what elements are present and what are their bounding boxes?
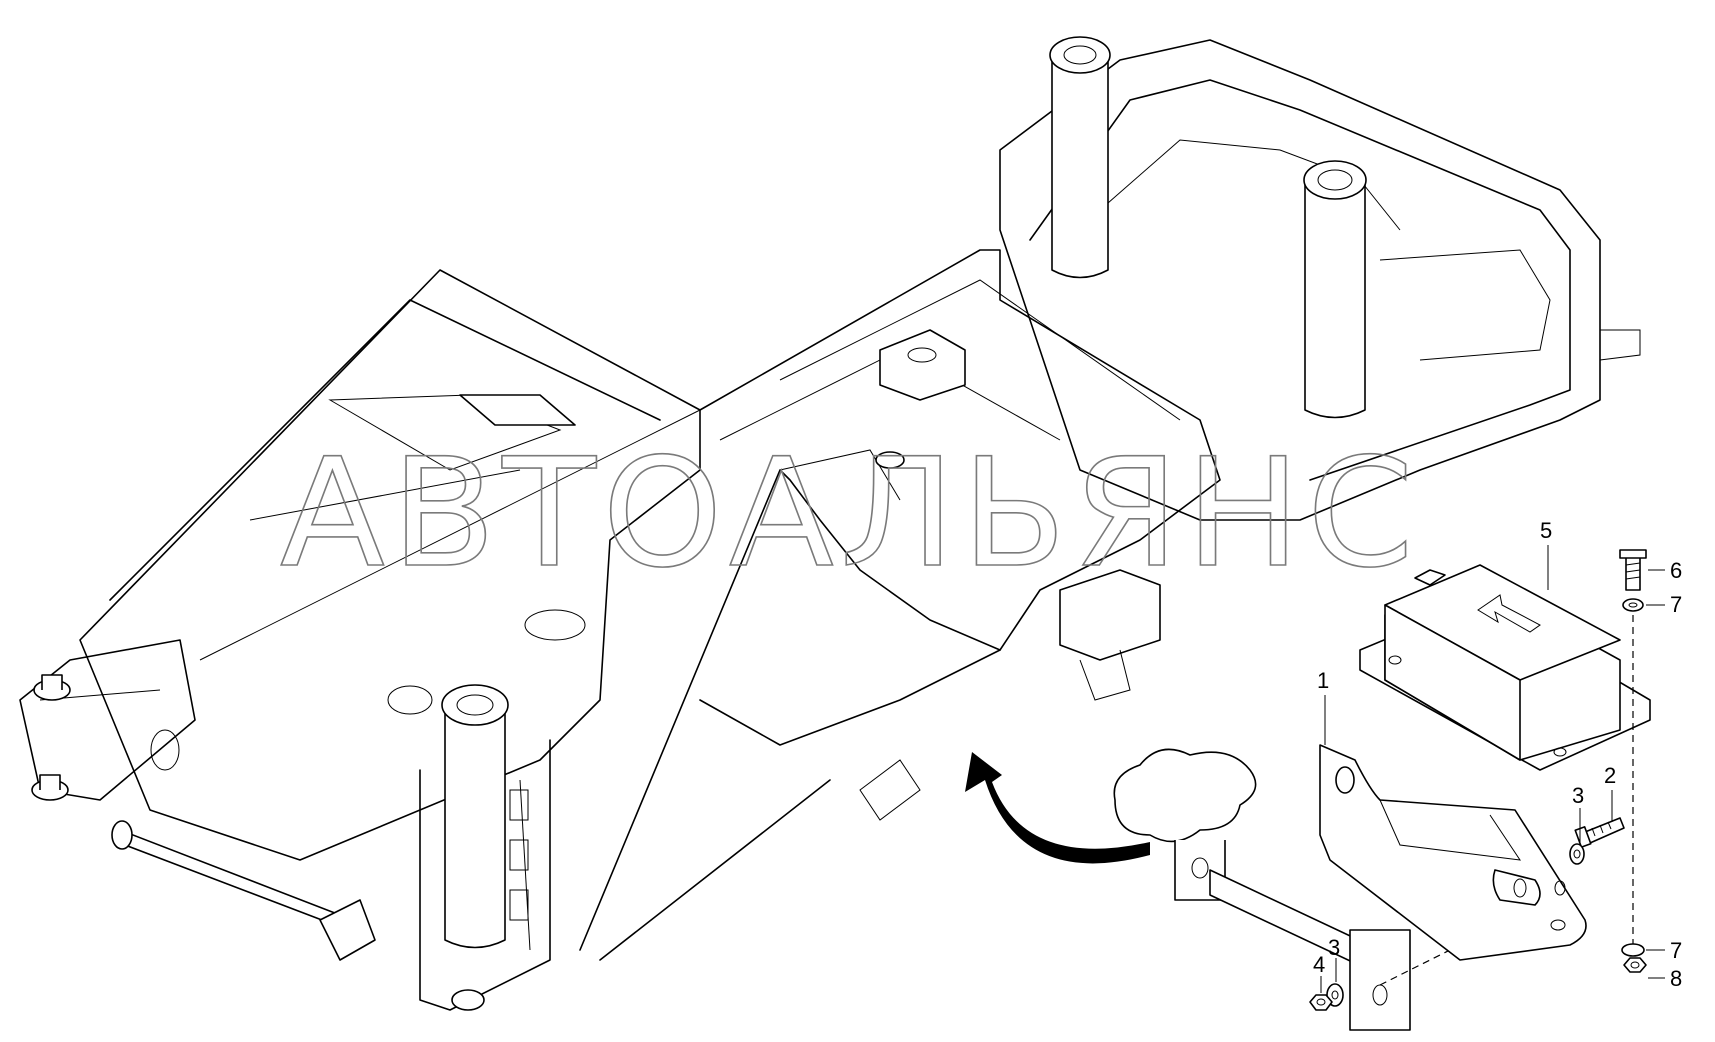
callout-1: 1 xyxy=(1317,668,1329,693)
callout-8: 8 xyxy=(1670,966,1682,991)
direction-arrow xyxy=(965,752,1150,864)
callout-7-bottom: 7 xyxy=(1670,938,1682,963)
callout-6: 6 xyxy=(1670,558,1682,583)
callout-3-bottom: 3 xyxy=(1328,935,1340,960)
leader-lines xyxy=(1320,545,1665,993)
callout-4: 4 xyxy=(1313,952,1325,977)
callout-5: 5 xyxy=(1540,518,1552,543)
part-5-box xyxy=(1359,564,1651,771)
callout-3-right: 3 xyxy=(1572,783,1584,808)
machine-frame xyxy=(19,36,1641,1011)
callout-labels: 1 2 3 3 4 5 6 7 7 8 xyxy=(1313,518,1682,991)
fasteners xyxy=(1309,549,1647,1011)
part-1-bracket xyxy=(1113,744,1587,1031)
watermark-text: АВТОАЛЬЯНС xyxy=(280,427,1420,601)
callout-7-top: 7 xyxy=(1670,592,1682,617)
callout-2: 2 xyxy=(1604,763,1616,788)
